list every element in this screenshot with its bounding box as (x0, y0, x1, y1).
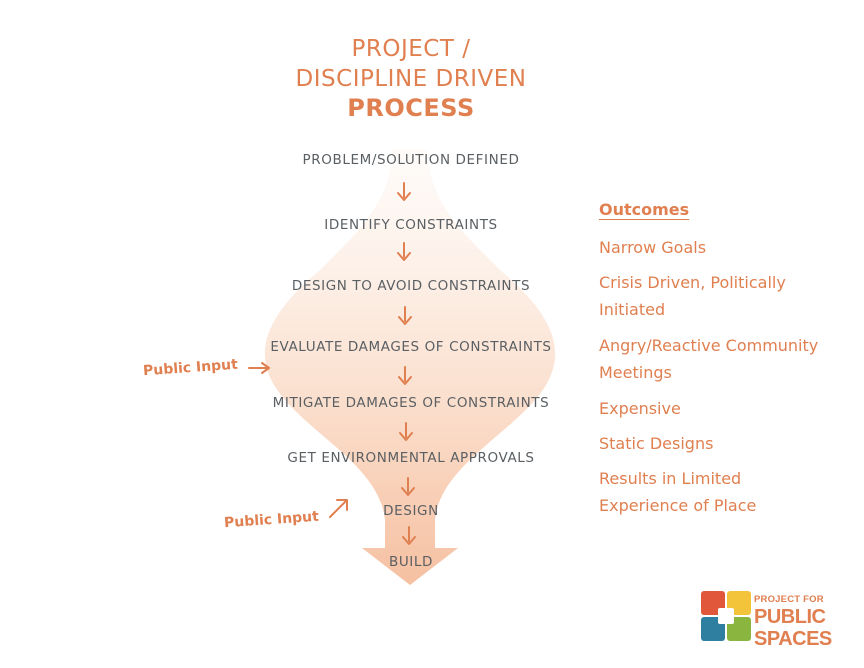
up-right-arrow-icon (329, 499, 348, 518)
outcome-text: Expensive (599, 399, 681, 418)
outcome-item: Narrow Goals (599, 234, 861, 261)
outcome-text: Static Designs (599, 434, 714, 453)
outcome-text: Crisis Driven, Politically (599, 273, 786, 292)
outcomes-panel: Outcomes (599, 200, 861, 219)
step-get-environmental-approvals: GET ENVIRONMENTAL APPROVALS (287, 450, 535, 466)
step-build: BUILD (388, 554, 434, 570)
down-arrow-icon (398, 366, 412, 385)
outcome-item: Crisis Driven, Politically Initiated (599, 269, 861, 323)
down-arrow-icon (398, 306, 412, 325)
outcome-text: Narrow Goals (599, 238, 707, 257)
outcome-text: Meetings (599, 363, 672, 382)
down-arrow-icon (397, 182, 411, 201)
logo-line-2: PUBLIC (754, 605, 826, 628)
outcomes-heading: Outcomes (599, 200, 690, 219)
title-line-1: PROJECT / (351, 36, 471, 62)
down-arrow-icon (399, 422, 413, 441)
right-arrow-icon (248, 362, 270, 374)
step-identify-constraints: IDENTIFY CONSTRAINTS (324, 217, 498, 233)
step-problem-solution-defined: PROBLEM/SOLUTION DEFINED (302, 152, 520, 168)
outcome-item: Angry/Reactive Community Meetings (599, 332, 861, 386)
step-design-to-avoid-constraints: DESIGN TO AVOID CONSTRAINTS (291, 278, 531, 294)
outcome-item: Static Designs (599, 430, 861, 457)
pps-logo-icon (701, 591, 751, 641)
step-evaluate-damages: EVALUATE DAMAGES OF CONSTRAINTS (270, 339, 552, 355)
down-arrow-icon (401, 477, 415, 496)
outcome-item: Results in Limited Experience of Place (599, 465, 861, 519)
pps-logo-text: PROJECT FOR PUBLIC SPACES (754, 595, 832, 649)
outcome-text: Results in Limited (599, 469, 742, 488)
logo-line-1: PROJECT FOR (754, 594, 824, 605)
step-design: DESIGN (383, 503, 439, 519)
title-line-3: PROCESS (347, 94, 475, 122)
step-mitigate-damages: MITIGATE DAMAGES OF CONSTRAINTS (272, 395, 550, 411)
outcome-text: Initiated (599, 300, 666, 319)
down-arrow-icon (402, 526, 416, 545)
down-arrow-icon (397, 242, 411, 261)
logo-line-3: SPACES (754, 627, 832, 650)
outcome-item: Expensive (599, 395, 861, 422)
outcome-text: Angry/Reactive Community (599, 336, 819, 355)
outcome-text: Experience of Place (599, 496, 757, 515)
title-line-2: DISCIPLINE DRIVEN (295, 66, 527, 92)
